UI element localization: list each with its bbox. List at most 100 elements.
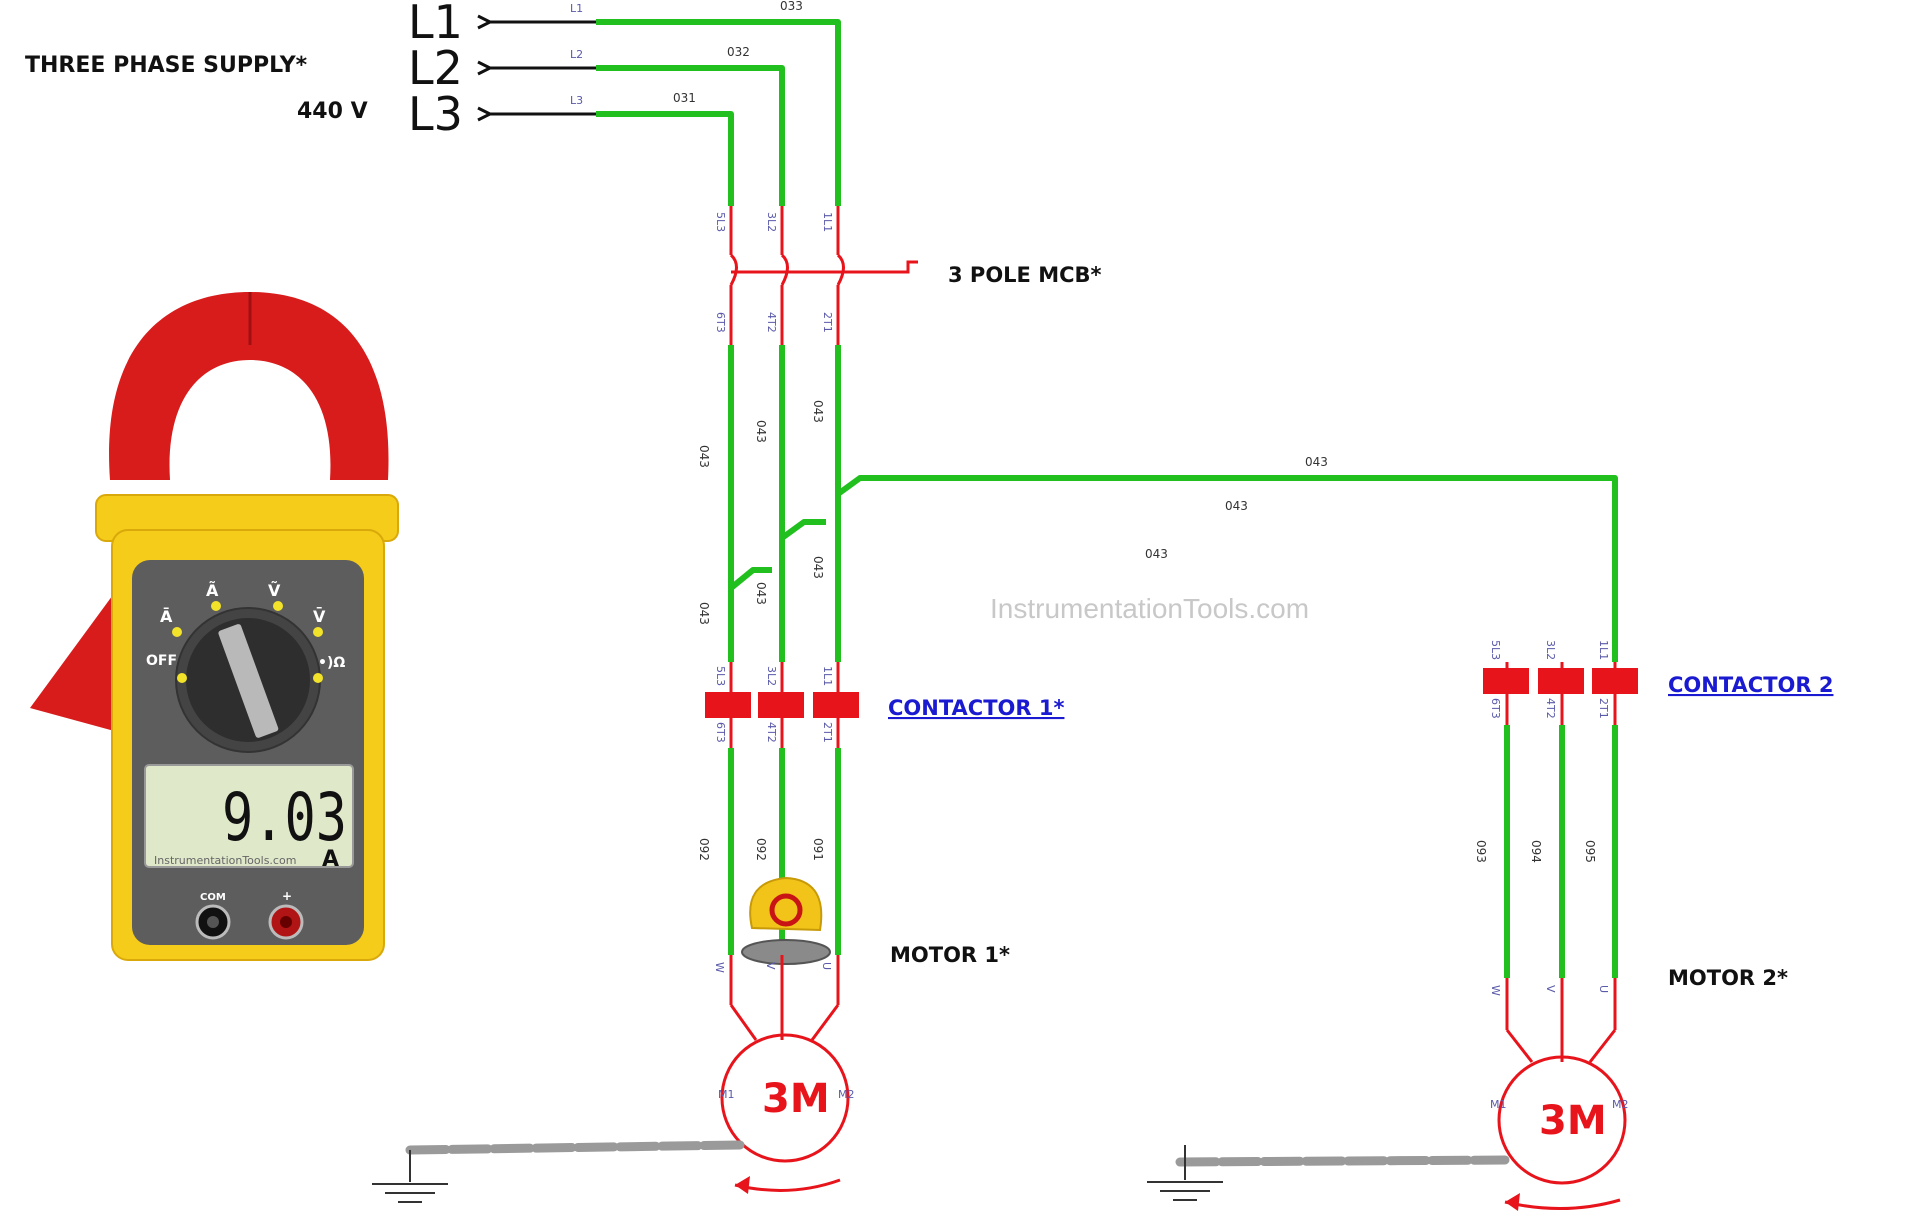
mcb-top-terminal-1l1: 1L1 <box>821 212 834 232</box>
supply-wires <box>596 19 841 206</box>
phase-connectors <box>477 14 596 122</box>
mcb-bottom-terminal-6t3: 6T3 <box>714 312 727 333</box>
clamp-meter-icon: OFF Ā Ã Ṽ V̄ •)Ω 9.03 A InstrumentationT… <box>30 292 399 961</box>
drop-wire-label-3: 043 <box>811 556 825 579</box>
motor-2-lead-label-3: 095 <box>1583 840 1597 863</box>
bus-wire-labels: 043 043 043 043 043 043 <box>697 400 825 625</box>
contactor-1-top-terminal-1l1: 1L1 <box>821 666 834 686</box>
branch-wire-2: 043 <box>1225 499 1248 513</box>
motor-2-terminal-u: U <box>1597 985 1610 993</box>
contactor-2-bottom-terminal-4t2: 4T2 <box>1544 698 1557 719</box>
ground-1-icon <box>372 1140 745 1203</box>
contactor-2-top-terminal-5l3: 5L3 <box>1489 640 1502 660</box>
motor-1-lead-label-1: 092 <box>697 838 711 861</box>
contactor-1-pole-2 <box>758 692 804 718</box>
phase-terminal-l3: L3 <box>570 94 583 107</box>
motor-1-terminal-wires <box>729 955 840 1041</box>
motor-1-pole-m1: M1 <box>718 1088 735 1101</box>
contactor-1-label[interactable]: CONTACTOR 1* <box>888 696 1064 720</box>
clamp-probe-icon <box>741 876 831 965</box>
motor-1-label: MOTOR 1* <box>890 943 1010 967</box>
contactor-2-pole-1 <box>1483 668 1529 694</box>
motor-2-lead-label-2: 094 <box>1529 840 1543 863</box>
phase-label-l3: L3 <box>408 87 463 141</box>
dial-label-ac-amps: Ã <box>206 581 219 600</box>
contactor-2-pole-3 <box>1592 668 1638 694</box>
main-bus <box>728 345 841 662</box>
mcb-top-terminal-3l2: 3L2 <box>765 212 778 232</box>
contactor-1-pole-3 <box>813 692 859 718</box>
motor-2-terminal-w: W <box>1489 985 1502 996</box>
contactor-1-terminals: 5L3 3L2 1L1 6T3 4T2 2T1 <box>714 666 834 743</box>
phase-label-l2: L2 <box>408 41 463 95</box>
mcb-top-terminal-5l3: 5L3 <box>714 212 727 232</box>
motor-1-symbol: 3M <box>762 1076 830 1122</box>
contactor-1-bottom-terminal-2t1: 2T1 <box>821 722 834 743</box>
motor-2-lead-labels: 093 094 095 <box>1474 840 1597 863</box>
contactor-1-top-terminal-3l2: 3L2 <box>765 666 778 686</box>
dial-label-dc-volts: V̄ <box>313 606 326 626</box>
motor-2-pole-m2: M2 <box>1612 1098 1629 1111</box>
mcb-label: 3 POLE MCB* <box>948 263 1102 287</box>
contactor-2: CONTACTOR 2 <box>1483 662 1833 725</box>
clamp-meter-jaws <box>109 292 389 480</box>
motor-1-terminal-v: V <box>764 962 777 970</box>
meter-brand: InstrumentationTools.com <box>154 854 296 867</box>
supply-wire-031: 031 <box>673 91 696 105</box>
watermark: InstrumentationTools.com <box>990 593 1309 624</box>
supply-voltage: 440 V <box>297 99 368 124</box>
ground-2-icon <box>1147 1145 1510 1201</box>
motor-2-terminal-v: V <box>1544 985 1557 993</box>
contactor-1-top-terminal-5l3: 5L3 <box>714 666 727 686</box>
dial-label-dc-amps: Ā <box>160 606 173 626</box>
meter-reading: 9.03 <box>222 779 347 856</box>
branch-wire-1: 043 <box>1305 455 1328 469</box>
contactor-1-pole-1 <box>705 692 751 718</box>
motor-2-leads <box>1504 725 1618 978</box>
dial-label-off: OFF <box>146 653 177 669</box>
motor-1-pole-m2: M2 <box>838 1088 855 1101</box>
supply-wire-032: 032 <box>727 45 750 59</box>
contactor-2-terminals: 5L3 3L2 1L1 6T3 4T2 2T1 <box>1489 640 1610 719</box>
motor-1-terminal-w: W <box>713 962 726 973</box>
contactor-2-top-terminal-3l2: 3L2 <box>1544 640 1557 660</box>
dial-label-ac-volts: Ṽ <box>268 581 281 600</box>
contactor-1-bottom-terminal-6t3: 6T3 <box>714 722 727 743</box>
contactor-2-top-terminal-1l1: 1L1 <box>1597 640 1610 660</box>
mcb-bottom-terminal-2t1: 2T1 <box>821 312 834 333</box>
clamp-meter-lcd <box>144 764 354 868</box>
supply-wire-033: 033 <box>780 0 803 13</box>
drop-wire-label-1: 043 <box>697 602 711 625</box>
contactor-1: CONTACTOR 1* <box>705 662 1064 748</box>
motor-2-icon: 3M M1 M2 <box>1490 1055 1629 1211</box>
clamp-meter-selector[interactable] <box>218 623 280 738</box>
bus-wire-label-1: 043 <box>697 445 711 468</box>
motor-1-lead-labels: 092 092 091 <box>697 838 825 861</box>
contactor-1-bottom-terminal-4t2: 4T2 <box>765 722 778 743</box>
supply-title: THREE PHASE SUPPLY* <box>25 53 308 78</box>
mcb-terminals: 5L3 3L2 1L1 6T3 4T2 2T1 <box>714 212 834 333</box>
contactor-2-bottom-terminal-2t1: 2T1 <box>1597 698 1610 719</box>
motor-2-symbol: 3M <box>1539 1098 1607 1144</box>
motor-1-lead-label-3: 091 <box>811 838 825 861</box>
dial-label-ohms: •)Ω <box>318 655 345 671</box>
phase-terminal-l2: L2 <box>570 48 583 61</box>
branch-wire-3: 043 <box>1145 547 1168 561</box>
motor-2-terminals: W V U <box>1489 985 1610 996</box>
contactor-2-pole-2 <box>1538 668 1584 694</box>
motor-1-terminals: W V U <box>713 962 833 973</box>
meter-unit: A <box>322 847 339 872</box>
bus-wire-label-3: 043 <box>811 400 825 423</box>
branch-wires <box>729 475 1618 662</box>
contactor-2-label[interactable]: CONTACTOR 2 <box>1668 673 1833 697</box>
mcb-3-pole: 3 POLE MCB* <box>729 206 1102 345</box>
jack-label-com: COM <box>200 892 226 903</box>
motor-1-icon: 3M M1 M2 <box>718 1033 855 1194</box>
motor-2-terminal-wires <box>1505 978 1617 1063</box>
motor-1-terminal-u: U <box>820 962 833 970</box>
motor-2-pole-m1: M1 <box>1490 1098 1507 1111</box>
phase-label-l1: L1 <box>408 0 463 49</box>
drop-wire-label-2: 043 <box>754 582 768 605</box>
contactor-2-bottom-terminal-6t3: 6T3 <box>1489 698 1502 719</box>
